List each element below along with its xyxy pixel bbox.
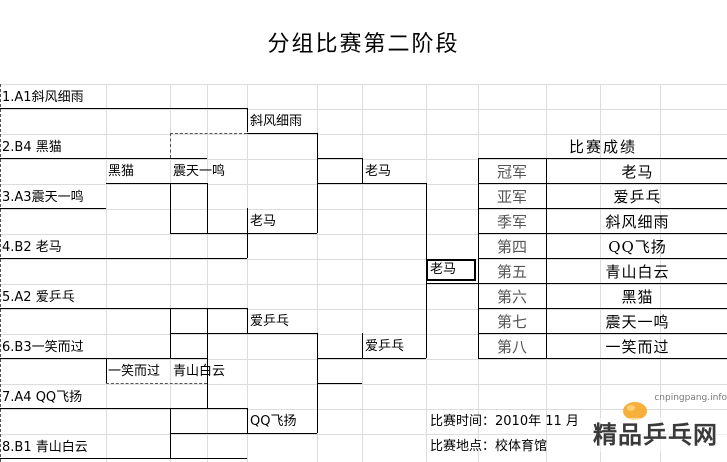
entrant-8: 8.B1 青山白云 — [2, 440, 88, 455]
round1-winner: 老马 — [250, 214, 277, 229]
ping-pong-ball-icon — [621, 400, 649, 422]
selected-cell[interactable] — [426, 259, 476, 281]
entrant-5: 5.A2 爱乒乓 — [2, 290, 75, 305]
player-name: 老马 — [621, 163, 654, 181]
loser-label: 一笑而过 — [108, 364, 161, 379]
player-name: 黑猫 — [621, 288, 654, 306]
rank-label: 亚军 — [496, 188, 527, 206]
round1-winner: 爱乒乓 — [250, 314, 290, 329]
results-header: 比赛成绩 — [568, 138, 637, 156]
loser-label: 震天一鸣 — [173, 164, 226, 179]
entrant-6: 6.B3一笑而过 — [2, 340, 84, 355]
rank-label: 冠军 — [496, 163, 527, 181]
player-name: 震天一鸣 — [605, 313, 670, 331]
round1-winner: 斜风细雨 — [250, 114, 303, 129]
rank-label: 第七 — [496, 313, 527, 331]
match-place: 比赛地点：校体育馆 — [430, 439, 548, 454]
rank-label: 第四 — [496, 238, 527, 256]
site-watermark: cnpingpang.info 精品乒乓网 — [585, 392, 727, 462]
champion-cell[interactable]: 老马 — [430, 262, 457, 277]
loser-label: 黑猫 — [108, 164, 135, 179]
results-row: 第四 QQ飞扬 — [478, 233, 727, 258]
match-time: 比赛时间：2010年 11 月 — [430, 414, 579, 429]
results-row: 第六 黑猫 — [478, 283, 727, 308]
loser-label: 青山白云 — [173, 364, 226, 379]
player-name: 爱乒乓 — [613, 188, 662, 206]
semifinal-winner: 老马 — [365, 164, 392, 179]
player-name: QQ飞扬 — [608, 238, 667, 256]
rank-label: 季军 — [496, 213, 527, 231]
player-name: 一笑而过 — [605, 338, 670, 356]
entrant-3: 3.A3震天一鸣 — [2, 190, 84, 205]
results-row: 第八 一笑而过 — [478, 333, 727, 358]
results-row: 亚军 爱乒乓 — [478, 183, 727, 208]
rank-label: 第六 — [496, 288, 527, 306]
entrant-7: 7.A4 QQ飞扬 — [2, 390, 83, 405]
semifinal-winner: 爱乒乓 — [365, 339, 405, 354]
entrant-1: 1.A1斜风细雨 — [2, 90, 84, 105]
round1-winner: QQ飞扬 — [250, 414, 297, 429]
entrant-2: 2.B4 黑猫 — [2, 140, 62, 155]
rank-label: 第五 — [496, 263, 527, 281]
entrant-4: 4.B2 老马 — [2, 240, 62, 255]
player-name: 青山白云 — [605, 263, 670, 281]
results-row: 第五 青山白云 — [478, 258, 727, 283]
watermark-url: cnpingpang.info — [654, 393, 727, 403]
rank-label: 第八 — [496, 338, 527, 356]
player-name: 斜风细雨 — [605, 213, 670, 231]
results-table: 冠军 老马 亚军 爱乒乓 季军 斜风细雨 第四 QQ飞扬 第五 青山白云 第六 … — [478, 158, 727, 359]
page-title: 分组比赛第二阶段 — [267, 32, 460, 57]
results-row: 季军 斜风细雨 — [478, 208, 727, 233]
results-row: 冠军 老马 — [478, 158, 727, 183]
results-row: 第七 震天一鸣 — [478, 308, 727, 333]
watermark-logo-text: 精品乒乓网 — [593, 418, 727, 452]
